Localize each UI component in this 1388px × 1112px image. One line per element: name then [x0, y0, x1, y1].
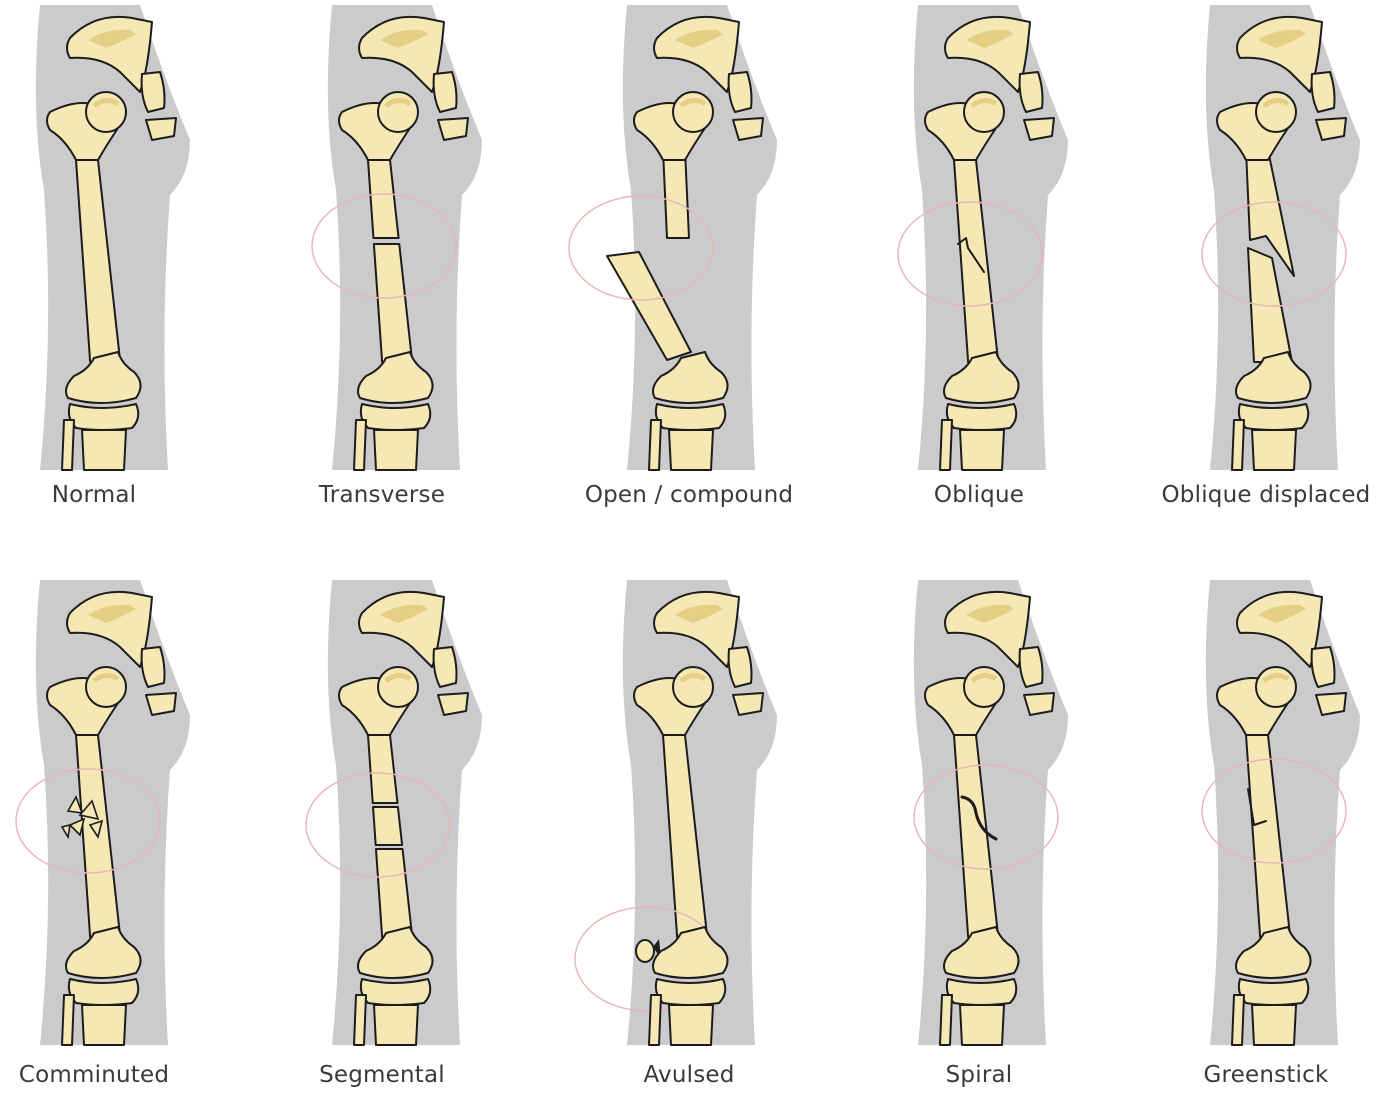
- tibia-head: [656, 979, 725, 1005]
- tibia-head: [361, 404, 430, 430]
- caption-oblique: Oblique: [839, 482, 1119, 508]
- caption-avulsed: Avulsed: [549, 1062, 829, 1088]
- pubis-bone: [438, 118, 468, 140]
- femur-shaft-segment: [373, 807, 402, 845]
- ischium-bone: [729, 647, 752, 687]
- ischium-bone: [142, 72, 165, 112]
- avulsed-fragment: [636, 940, 654, 962]
- caption-normal: Normal: [0, 482, 234, 508]
- tibia-head: [69, 404, 138, 430]
- pubis-bone: [1024, 118, 1054, 140]
- caption-greenstick: Greenstick: [1126, 1062, 1388, 1088]
- panel-normal: [36, 5, 190, 470]
- ischium-bone: [729, 72, 752, 112]
- femur-shaft-upper: [663, 150, 689, 238]
- fibula: [354, 995, 366, 1045]
- fibula: [1232, 995, 1244, 1045]
- caption-open-compound: Open / compound: [549, 482, 829, 508]
- fibula: [354, 420, 366, 470]
- pubis-bone: [438, 693, 468, 715]
- fibula: [649, 420, 661, 470]
- tibia-shaft: [669, 430, 713, 470]
- fibula: [940, 995, 952, 1045]
- tibia-head: [1239, 979, 1308, 1005]
- fibula: [940, 420, 952, 470]
- pubis-bone: [1316, 693, 1346, 715]
- panel-avulsed: [575, 580, 777, 1045]
- panel-open-compound: [569, 5, 777, 470]
- tibia-shaft: [1252, 430, 1296, 470]
- tibia-shaft: [374, 1005, 418, 1045]
- pubis-bone: [1316, 118, 1346, 140]
- panel-greenstick: [1202, 580, 1360, 1045]
- ischium-bone: [434, 72, 457, 112]
- fibula: [649, 995, 661, 1045]
- tibia-head: [656, 404, 725, 430]
- tibia-head: [1239, 404, 1308, 430]
- pubis-bone: [146, 693, 176, 715]
- pubis-bone: [733, 693, 763, 715]
- ischium-bone: [142, 647, 165, 687]
- ischium-bone: [1312, 647, 1335, 687]
- tibia-shaft: [960, 1005, 1004, 1045]
- panel-segmental: [306, 580, 482, 1045]
- fibula: [62, 420, 74, 470]
- tibia-head: [69, 979, 138, 1005]
- ischium-bone: [1312, 72, 1335, 112]
- caption-comminuted: Comminuted: [0, 1062, 234, 1088]
- tibia-shaft: [82, 1005, 126, 1045]
- caption-segmental: Segmental: [242, 1062, 522, 1088]
- pubis-bone: [733, 118, 763, 140]
- tibia-shaft: [374, 430, 418, 470]
- panel-oblique: [898, 5, 1068, 470]
- caption-oblique-displaced: Oblique displaced: [1126, 482, 1388, 508]
- panel-oblique-displaced: [1202, 5, 1360, 470]
- tibia-head: [361, 979, 430, 1005]
- panel-comminuted: [16, 580, 190, 1045]
- tibia-shaft: [960, 430, 1004, 470]
- tibia-shaft: [82, 430, 126, 470]
- caption-transverse: Transverse: [242, 482, 522, 508]
- pubis-bone: [146, 118, 176, 140]
- tibia-shaft: [669, 1005, 713, 1045]
- pubis-bone: [1024, 693, 1054, 715]
- ischium-bone: [1020, 72, 1043, 112]
- tibia-shaft: [1252, 1005, 1296, 1045]
- caption-spiral: Spiral: [839, 1062, 1119, 1088]
- tibia-head: [947, 404, 1016, 430]
- tibia-head: [947, 979, 1016, 1005]
- fibula: [62, 995, 74, 1045]
- panel-transverse: [312, 5, 482, 470]
- ischium-bone: [434, 647, 457, 687]
- ischium-bone: [1020, 647, 1043, 687]
- fibula: [1232, 420, 1244, 470]
- panel-spiral: [914, 580, 1068, 1045]
